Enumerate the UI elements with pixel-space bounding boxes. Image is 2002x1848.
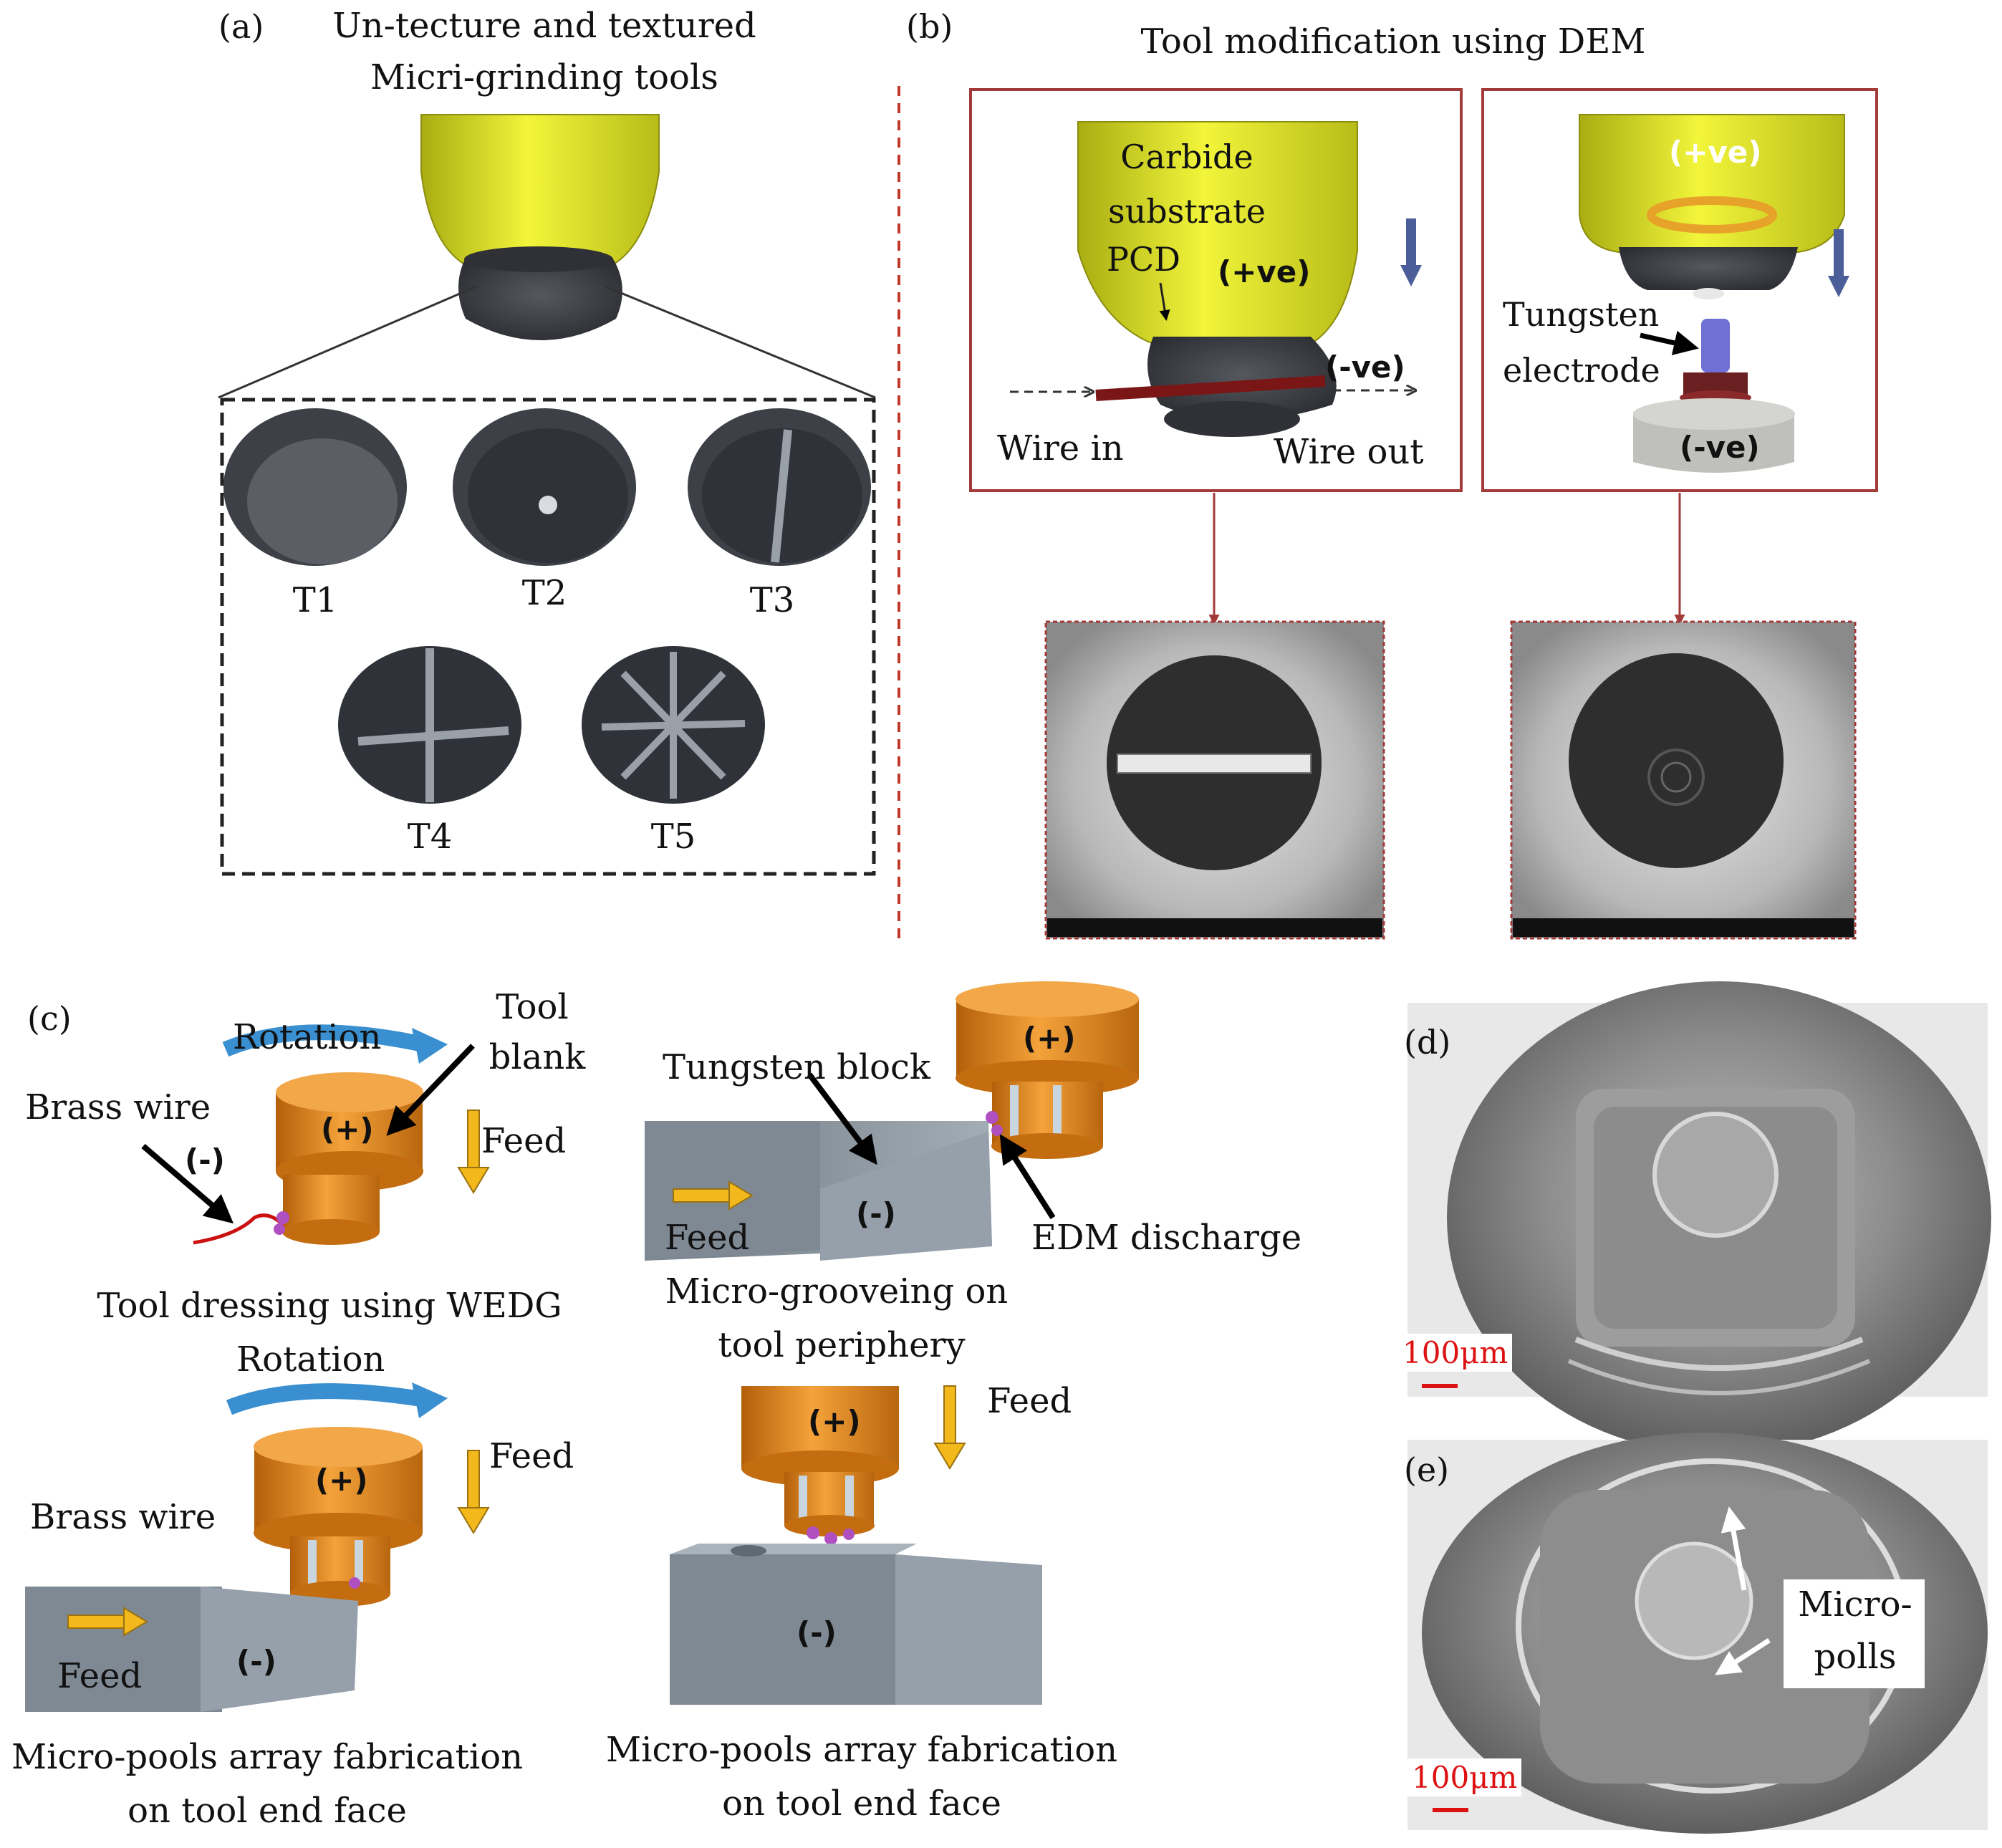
wedg-minus-label: (-) (185, 1142, 225, 1178)
panel-b-graphics (969, 88, 1878, 940)
panel-d-scale-bar (1422, 1384, 1458, 1388)
panel-d-tag: (d) (1404, 1023, 1451, 1062)
sem-image-dimpled-tool (1510, 620, 1857, 940)
pools-left-plus-label: (+) (315, 1463, 368, 1498)
panel-a-graphics (218, 86, 900, 938)
label-positive-right: (+ve) (1669, 135, 1762, 170)
panel-e-scale-box: 100μm (1407, 1758, 1522, 1796)
panel-a-title-line2: Micri-grinding tools (370, 57, 718, 97)
panel-e-scale-label: 100μm (1412, 1760, 1518, 1795)
sem-image-d (1407, 981, 1991, 1454)
panel-d-scale-label: 100μm (1402, 1335, 1508, 1370)
label-wire-in: Wire in (997, 428, 1124, 468)
tool-face-t4 (338, 646, 521, 804)
label-tungsten: Tungsten (1503, 295, 1660, 334)
panel-c-graphics (25, 981, 1139, 1712)
feed-arrow-blue-2 (1834, 229, 1844, 279)
wedg-feed-label: Feed (481, 1121, 567, 1161)
label-negative-left: (-ve) (1325, 350, 1405, 385)
feed-arrow-blue (1406, 218, 1416, 269)
pools-right-plus-label: (+) (808, 1404, 861, 1439)
pools-right-caption-line1: Micro-pools array fabrication (605, 1730, 1118, 1770)
label-pcd: PCD (1107, 240, 1181, 279)
panel-b-title: Tool modification using DEM (1140, 21, 1646, 62)
wedg-rotation-label: Rotation (233, 1017, 382, 1057)
panel-e-tag: (e) (1404, 1450, 1450, 1489)
tool-label-t5: T5 (650, 817, 696, 857)
panel-e-scale-bar (1433, 1808, 1468, 1812)
label-carbide: Carbide (1120, 138, 1253, 176)
pools-right-illustration (670, 1385, 1042, 1705)
groove-caption-line2: tool periphery (718, 1325, 966, 1365)
rotation-arrow (1647, 196, 1777, 234)
wedg-tool-label: Tool (496, 987, 569, 1027)
groove-caption-line1: Micro-grooveing on (665, 1271, 1009, 1312)
groove-edm-label: EDM discharge (1031, 1218, 1302, 1258)
tool-label-t4: T4 (407, 817, 453, 857)
pools-left-rotation-label: Rotation (236, 1339, 385, 1380)
brass-wire (1095, 375, 1326, 401)
pools-left-caption-line1: Micro-pools array fabrication (11, 1737, 524, 1777)
sem-image-grooved-tool (1044, 620, 1385, 940)
tool-face-t2 (453, 408, 636, 566)
tool-face-t1 (223, 408, 407, 566)
pools-right-caption-line2: on tool end face (722, 1784, 1001, 1824)
tool-body-yellow (420, 114, 660, 266)
wedg-brass-wire-label: Brass wire (25, 1087, 211, 1127)
label-positive-left: (+ve) (1218, 254, 1311, 289)
tool-face-t5 (582, 646, 765, 804)
groove-tungsten-block-label: Tungsten block (663, 1047, 931, 1087)
panel-d-scale-box: 100μm (1398, 1334, 1513, 1372)
tool-label-t2: T2 (521, 573, 567, 613)
pools-right-minus-label: (-) (797, 1615, 837, 1650)
tool-label-t3: T3 (749, 580, 795, 620)
micro-polls-label-box (1784, 1579, 1925, 1688)
wedg-blank-label: blank (489, 1037, 586, 1077)
pools-right-feed-label: Feed (987, 1381, 1072, 1421)
label-wire-out: Wire out (1274, 432, 1424, 472)
wedg-caption: Tool dressing using WEDG (97, 1286, 562, 1326)
pools-left-illustration (25, 1382, 490, 1712)
tool-variants-frame (220, 398, 876, 876)
tool-face-t3 (688, 408, 871, 566)
groove-minus-label: (-) (856, 1196, 896, 1231)
groove-illustration (645, 981, 1139, 1261)
groove-plus-label: (+) (1023, 1021, 1076, 1056)
sem-image-e (1407, 1433, 1988, 1834)
pools-left-feed-top-label: Feed (489, 1436, 574, 1476)
tool-tip-dark (458, 258, 622, 340)
label-negative-right: (-ve) (1680, 430, 1760, 465)
pools-left-brass-wire-label: Brass wire (30, 1497, 216, 1537)
micro-polls-label-line2: polls (1814, 1637, 1897, 1677)
wedg-illustration (141, 1024, 490, 1245)
pools-left-minus-label: (-) (236, 1644, 276, 1679)
panel-b-tag: (b) (906, 7, 953, 46)
tool-label-t1: T1 (292, 580, 338, 620)
label-substrate: substrate (1108, 192, 1266, 231)
label-electrode: electrode (1503, 351, 1660, 390)
panel-c-tag: (c) (27, 999, 72, 1038)
pools-left-caption-line2: on tool end face (127, 1791, 407, 1831)
micro-polls-label-line1: Micro- (1798, 1584, 1912, 1625)
pools-left-feed-label: Feed (57, 1656, 143, 1696)
panel-a-title-line1: Un-tecture and textured (332, 6, 756, 46)
groove-feed-label: Feed (665, 1218, 750, 1258)
panel-a-tag: (a) (218, 7, 264, 46)
wedg-plus-label: (+) (321, 1112, 374, 1147)
